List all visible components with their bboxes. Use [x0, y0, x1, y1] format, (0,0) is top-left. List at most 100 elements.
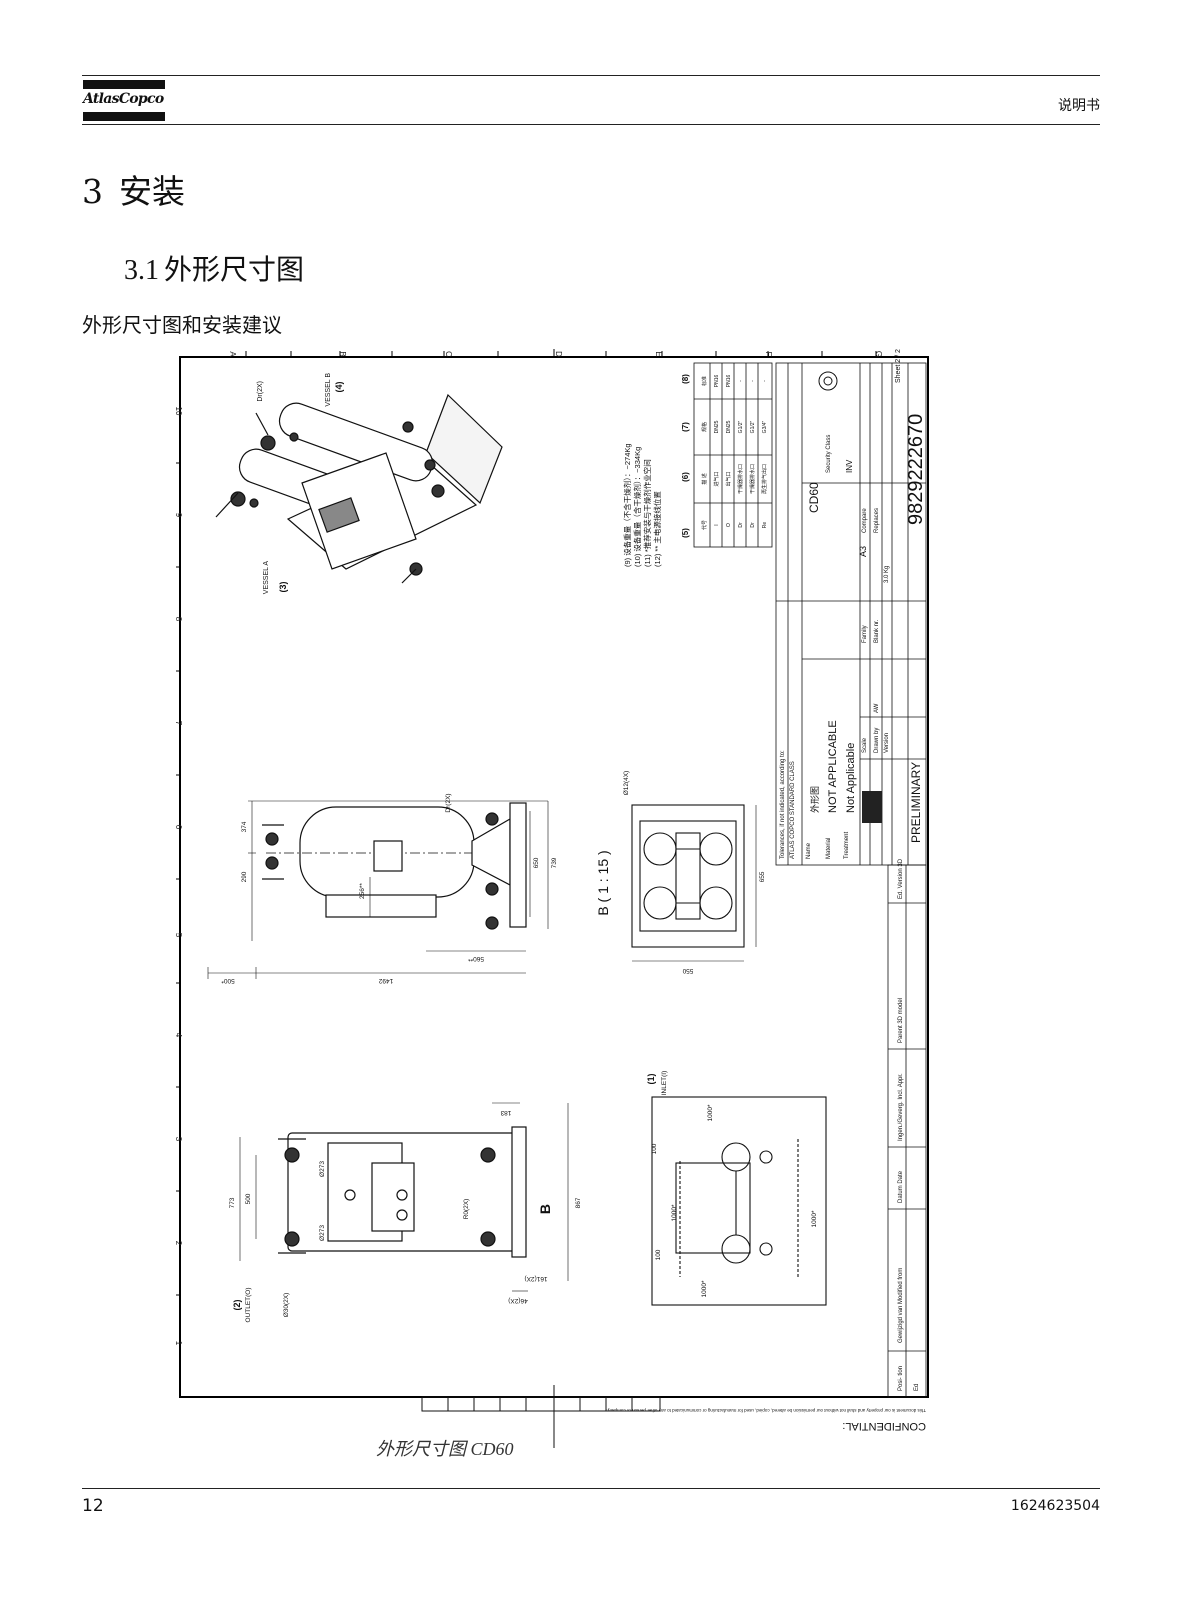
dim-256: 256**: [359, 883, 366, 899]
view-b: [631, 804, 757, 962]
tb-designation: 9829222670: [905, 414, 927, 525]
tb-treatment-label: Treatment: [844, 832, 850, 859]
row-ref: 6: [176, 825, 183, 830]
conn-cell: PN16: [726, 375, 732, 388]
row-ref: 10: [176, 407, 183, 416]
hole-label: Ø12(4X): [623, 771, 630, 796]
top-view-dims: [239, 1102, 569, 1292]
side-view-dims: [207, 800, 549, 979]
tb-name-label: Name: [806, 842, 812, 859]
dim-773: 773: [229, 1197, 236, 1208]
inlet-label: INLET(I): [661, 1071, 668, 1096]
conn-cell: I: [714, 524, 720, 525]
outlet-dia: Ø30(2X): [283, 1293, 290, 1318]
dim-550: 550: [682, 967, 693, 974]
tb-blank: Blank nr.: [874, 619, 880, 643]
outlet-label: OUTLET(O): [245, 1287, 252, 1322]
dim-560: 560**: [468, 955, 484, 962]
tb-standard: ATLAS COPCO STANDARD CLASS: [790, 761, 796, 859]
dim-273b: Ø273: [319, 1225, 326, 1241]
conn-cell: G3/4": [762, 420, 768, 433]
note-11: (11) *推荐安装与干燥剂作业空间: [642, 459, 652, 567]
figure-caption: 外形尺寸图 CD60: [376, 1439, 514, 1459]
tb-a3: A3: [858, 546, 868, 557]
tb-scale: Scale: [862, 737, 868, 753]
row-ref: 1: [176, 1341, 183, 1346]
row-ref: 4: [176, 1033, 183, 1038]
conn-cell: 再生排气出口: [761, 464, 768, 494]
dim-500: 500*: [221, 977, 235, 984]
col-ref: F: [764, 352, 773, 357]
dim-374: 374: [241, 821, 248, 832]
b-arrow-label: B: [537, 1204, 553, 1214]
dr-side-label: Dr(2X): [445, 793, 452, 812]
outlet-num: (2): [232, 1299, 242, 1310]
tb-datum: Datum Date: [898, 1170, 904, 1203]
footprint-view: [651, 1096, 827, 1306]
tb-material-label: Material: [826, 838, 832, 859]
confidential-note: This document is our property and shall …: [606, 1408, 926, 1413]
tb-drawn: Drawn by: [874, 728, 880, 753]
conn-cell: 干燥器排水口: [749, 464, 756, 494]
dim-867: 867: [575, 1197, 582, 1208]
tb-version: Version: [884, 733, 890, 753]
tb-ed: Ed: [914, 1384, 920, 1391]
connection-table: [693, 362, 773, 548]
dim-1000c: 1000*: [701, 1280, 708, 1297]
dim-100b: 100: [655, 1249, 662, 1260]
header-bottom-rule: [82, 124, 1100, 125]
dim-161: 161(2X): [524, 1275, 547, 1282]
conn-cell: DN25: [726, 420, 732, 433]
dim-290: 290: [241, 871, 248, 882]
dimension-drawing: A B C D E F G 10 9 8 7 6 5 4 3 2 1: [176, 349, 929, 1448]
col-ref: D: [554, 351, 563, 357]
projection-symbol: [818, 371, 838, 391]
dim-650: 650: [533, 857, 540, 868]
conn-col-7: (7): [681, 422, 690, 432]
tb-treatment-value: Not Applicable: [845, 743, 857, 813]
conn-cell: 描 述: [701, 473, 708, 484]
view-b-title: B ( 1 : 15 ): [595, 850, 611, 915]
title-block: [775, 362, 927, 1398]
conn-cell: 规格: [701, 422, 708, 432]
tb-ingen: Ingen./Geverg. Incl. Appr.: [898, 1073, 904, 1141]
iso-view: [215, 393, 503, 584]
conn-col-5: (5): [681, 528, 690, 538]
page-number: 12: [82, 1496, 104, 1516]
dim-1000d: 1000*: [811, 1210, 818, 1227]
conn-cell: 进气口: [713, 471, 720, 486]
tb-name-value: 外形图: [809, 786, 820, 813]
tb-compare: Compare: [862, 508, 868, 533]
dim-100a: 100: [651, 1143, 658, 1154]
tb-replaces: Replaces: [874, 508, 880, 533]
tb-parent: Parent 3D model: [898, 998, 904, 1043]
dim-1492: 1492: [378, 977, 393, 984]
atlas-copco-logo: AtlasCopco: [83, 77, 165, 122]
conn-cell: 出气口: [725, 471, 732, 486]
tb-material-value: NOT APPLICABLE: [827, 720, 839, 813]
conn-cell: -: [762, 380, 768, 382]
note-10: (10) 设备重量（含干燥剂）：~334Kg: [632, 447, 642, 567]
dim-46: 46(2X): [508, 1297, 528, 1304]
confidential-label: CONFIDENTIAL:: [842, 1420, 926, 1432]
tb-weight: 3.0 Kg: [884, 566, 890, 583]
col-ref: A: [228, 351, 237, 357]
row-ref: 9: [176, 513, 183, 518]
tb-tolerances: Tolerances, if not indicated, according …: [780, 750, 786, 859]
conn-cell: 干燥器排水口: [737, 464, 744, 494]
conn-cell: O: [726, 523, 732, 527]
col-ref: C: [444, 351, 453, 357]
tb-product: CD60: [807, 482, 821, 513]
side-view: [262, 802, 527, 930]
conn-cell: Re: [762, 522, 768, 529]
dr-top-label: Dr(2X): [257, 381, 264, 402]
conn-cell: DN25: [714, 420, 720, 433]
tb-security: Security Class: [826, 435, 832, 473]
scale-strip: [421, 1385, 661, 1448]
document-number: 1624623504: [1010, 1498, 1100, 1514]
row-ref: 7: [176, 721, 183, 726]
tb-inv: INV: [845, 459, 854, 473]
conn-cell: G1/2": [738, 420, 744, 433]
vessel-b-label: VESSEL B: [325, 373, 332, 407]
